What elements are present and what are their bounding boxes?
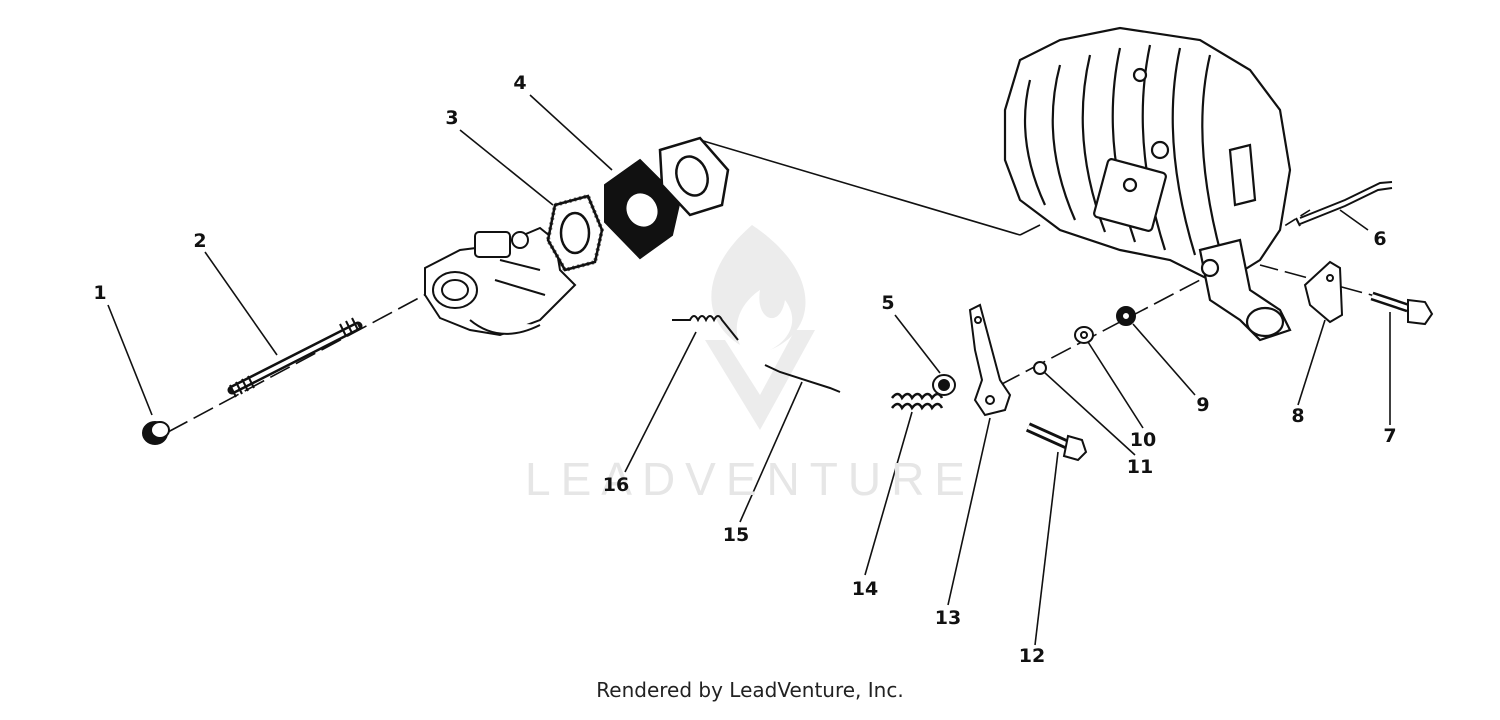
part-14-spring [891,392,944,411]
part-8-bracket [1303,260,1344,324]
leader-lines [107,94,1391,646]
callout-1[interactable]: 1 [93,282,107,304]
callout-13[interactable]: 13 [934,607,962,629]
part-6-governor-rod [1295,181,1393,227]
watermark-logo-icon [705,225,815,430]
part-7-bolt [1370,291,1434,326]
part-10-washer [1074,326,1094,344]
part-11-washer [1033,361,1047,375]
callout-9[interactable]: 9 [1196,394,1210,416]
footer-credit: Rendered by LeadVenture, Inc. [596,678,904,702]
intake-gasket [658,136,730,217]
part-2-stud [227,317,363,398]
part-4-insulator [604,158,682,260]
callout-15[interactable]: 15 [722,524,750,546]
callout-14[interactable]: 14 [851,578,879,600]
callout-3[interactable]: 3 [445,107,459,129]
part-1-nut [142,421,170,445]
callout-12[interactable]: 12 [1018,645,1046,667]
callout-4[interactable]: 4 [513,72,527,94]
part-3-gasket [545,193,605,273]
part-13-governor-lever [968,303,1012,417]
callout-2[interactable]: 2 [193,230,207,252]
callout-6[interactable]: 6 [1373,228,1387,250]
callout-8[interactable]: 8 [1291,405,1305,427]
callout-16[interactable]: 16 [602,474,630,496]
part-15-link-rod [764,364,841,393]
part-12-bolt [1025,422,1088,462]
part-5-nut [932,374,956,396]
part-9-nut [1116,306,1136,326]
callout-7[interactable]: 7 [1383,425,1397,447]
engine-cylinder-block [1003,26,1292,342]
callout-11[interactable]: 11 [1126,456,1154,478]
callout-5[interactable]: 5 [881,292,895,314]
part-16-spring [672,315,739,341]
callout-10[interactable]: 10 [1129,429,1157,451]
watermark-text: LEADVENTURE [525,453,975,505]
carburetor-body [424,226,577,337]
